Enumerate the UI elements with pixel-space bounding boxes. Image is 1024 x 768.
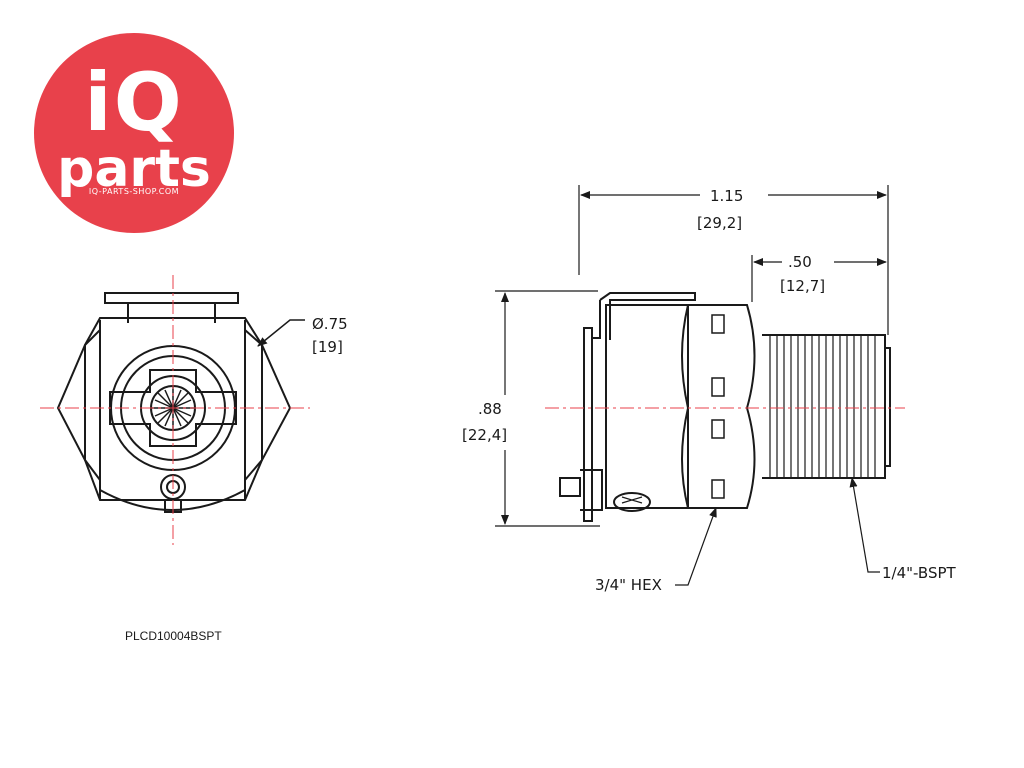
height-metric: [22,4] xyxy=(462,426,507,444)
front-diameter-label: Ø.75 xyxy=(312,315,348,333)
dim-height xyxy=(495,290,600,527)
thread-length-label: .50 xyxy=(788,253,812,271)
thread-callout: 1/4"-BSPT xyxy=(882,564,957,582)
front-cross-key xyxy=(109,369,237,447)
side-thread-lines xyxy=(769,335,876,478)
hex-callout: 3/4" HEX xyxy=(595,576,662,594)
side-flange-plate xyxy=(583,327,593,522)
part-number: PLCD10004BSPT xyxy=(125,629,222,643)
logo-parts-text: parts xyxy=(57,139,211,199)
side-body xyxy=(605,304,689,509)
height-label: .88 xyxy=(478,400,502,418)
overall-length-metric: [29,2] xyxy=(697,214,742,232)
front-top-tab xyxy=(104,292,239,304)
front-view xyxy=(56,292,292,513)
side-hex xyxy=(681,304,756,509)
thread-length-metric: [12,7] xyxy=(780,277,825,295)
dim-thread-length xyxy=(751,255,887,302)
logo-website-text: IQ-PARTS-SHOP.COM xyxy=(88,187,180,196)
overall-length-label: 1.15 xyxy=(710,187,743,205)
logo-iq-text: iQ xyxy=(84,56,184,149)
front-centerlines xyxy=(40,275,310,545)
side-latch-button xyxy=(559,477,581,497)
callout-leaders xyxy=(675,477,880,586)
side-thread-outline xyxy=(762,334,886,479)
front-diameter-leader xyxy=(257,319,305,347)
iq-parts-logo: iQ parts IQ-PARTS-SHOP.COM xyxy=(34,33,234,233)
front-diameter-metric: [19] xyxy=(312,338,343,356)
side-screw-head xyxy=(613,492,651,512)
side-view xyxy=(559,292,891,522)
dim-overall-length xyxy=(578,185,889,335)
